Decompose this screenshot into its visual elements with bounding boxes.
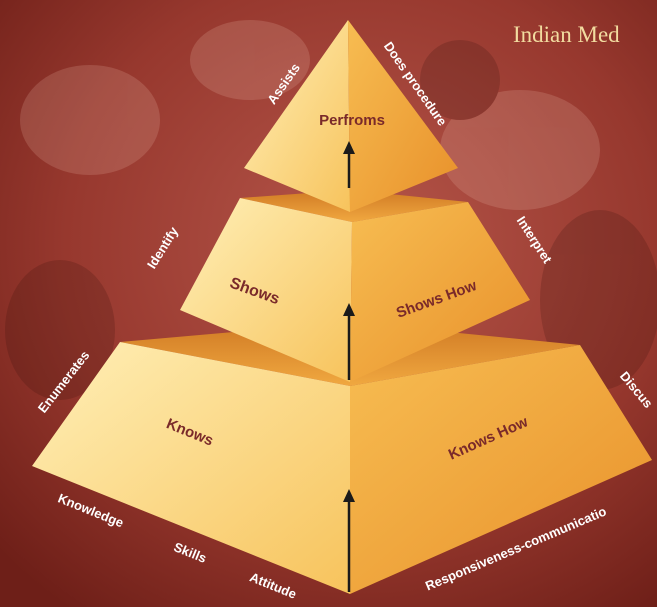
- pyramid-top-tier: [244, 20, 458, 212]
- middle-tier-left-face: [180, 198, 352, 382]
- background-photo-texture: [5, 20, 657, 400]
- top-tier-right-face: [348, 20, 458, 212]
- middle-tier-right-face: [350, 202, 530, 382]
- top-tier-left-face: [244, 20, 350, 212]
- bottom-tier-right-face: [350, 345, 652, 594]
- bottom-tier-left-face: [32, 342, 350, 594]
- arrow-top-head: [343, 141, 355, 154]
- progression-arrows: [343, 141, 355, 592]
- pyramid-middle-tier: [180, 190, 530, 382]
- performs-label: Perfroms: [319, 112, 385, 129]
- slide-heading: Indian Med: [513, 22, 620, 47]
- arrow-bottom-head: [343, 489, 355, 502]
- arrow-middle-head: [343, 303, 355, 316]
